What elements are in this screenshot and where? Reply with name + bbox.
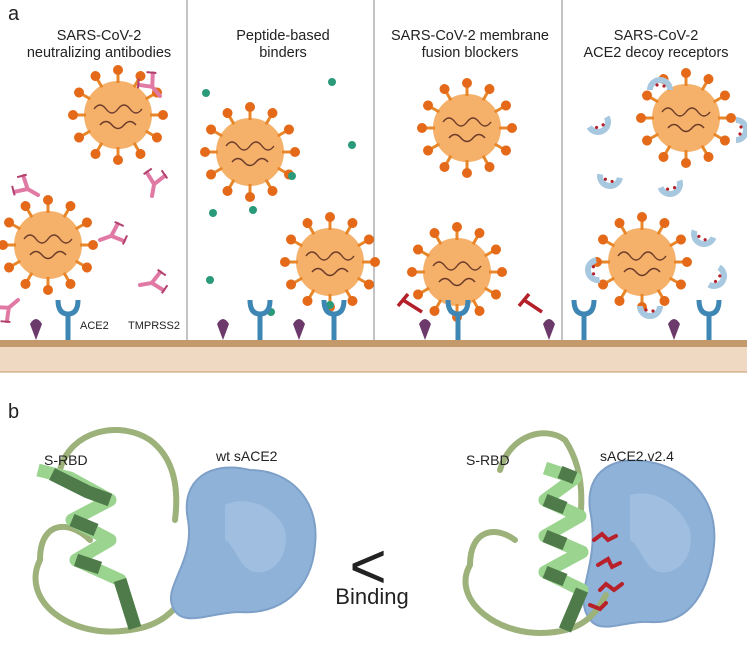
- panel-a-letter: a: [8, 3, 20, 25]
- virus-particle: [415, 76, 519, 180]
- ace2-receptor: [250, 300, 270, 340]
- decoy-receptor: [661, 181, 683, 197]
- column-1-title-line1: SARS-CoV-2: [56, 28, 142, 44]
- column-2-title: Peptide-based binders: [208, 28, 358, 63]
- antibody: [135, 266, 171, 299]
- right-receptor-label: sACE2.v2.4: [600, 448, 674, 464]
- decoy-receptor: [736, 120, 746, 140]
- antibody: [0, 288, 28, 329]
- virus-particle: [405, 220, 509, 324]
- tmprss2-receptor: [668, 319, 680, 340]
- s-rbd-structure-right: [462, 430, 609, 637]
- panel-b-letter: b: [8, 401, 20, 423]
- left-rbd-label: S-RBD: [44, 452, 88, 468]
- right-rbd-label: S-RBD: [466, 452, 510, 468]
- column-4-title-line2: ACE2 decoy receptors: [583, 45, 729, 62]
- column-3-title: SARS-CoV-2 membrane fusion blockers: [380, 28, 560, 63]
- less-than-symbol: <: [349, 530, 387, 602]
- decoy-receptor: [691, 231, 713, 247]
- decoy-receptor: [589, 117, 611, 136]
- column-2-title-line1: Peptide-based: [236, 28, 330, 44]
- s-rbd-structure-left: [32, 427, 193, 635]
- virus-particle: [278, 210, 382, 314]
- fusion-blocker: [396, 292, 423, 314]
- decoy-receptor: [650, 80, 670, 90]
- left-receptor-label: wt sACE2: [216, 448, 278, 464]
- virus-particle: [590, 210, 694, 314]
- antibody: [138, 165, 171, 201]
- decoy-receptor: [709, 267, 728, 289]
- decoy-receptor: [640, 306, 660, 316]
- column-4-title: SARS-CoV-2 ACE2 decoy receptors: [570, 28, 742, 63]
- tmprss2-receptor: [543, 319, 555, 340]
- virus-particle: [198, 100, 302, 204]
- column-3-title-line2: fusion blockers: [421, 45, 519, 62]
- column-3-title-line1: SARS-CoV-2 membrane: [391, 28, 549, 44]
- ace2-label: ACE2: [80, 320, 109, 332]
- affinity-mutations: [588, 531, 624, 612]
- peptide-binders: [202, 78, 356, 316]
- antibody: [93, 217, 132, 254]
- column-1-title: SARS-CoV-2 neutralizing antibodies: [24, 28, 174, 63]
- ace2-receptor: [574, 300, 594, 340]
- antibody: [6, 169, 47, 208]
- ace2-receptor: [699, 300, 719, 340]
- tmprss2-receptor: [30, 319, 42, 340]
- virus-particle: [0, 193, 100, 297]
- membrane-outer-layer: [0, 340, 747, 347]
- column-4-title-line1: SARS-CoV-2: [613, 28, 699, 44]
- column-1-title-line2: neutralizing antibodies: [26, 45, 172, 62]
- tmprss2-receptor: [217, 319, 229, 340]
- tmprss2-receptor: [293, 319, 305, 340]
- fusion-blocker: [517, 292, 543, 314]
- tmprss2-receptor: [419, 319, 431, 340]
- tmprss2-label: TMPRSS2: [128, 320, 180, 332]
- binding-label: Binding: [335, 584, 409, 609]
- decoy-receptor: [598, 174, 619, 187]
- column-2-title-line2: binders: [259, 45, 307, 62]
- ace2-receptor: [58, 300, 78, 340]
